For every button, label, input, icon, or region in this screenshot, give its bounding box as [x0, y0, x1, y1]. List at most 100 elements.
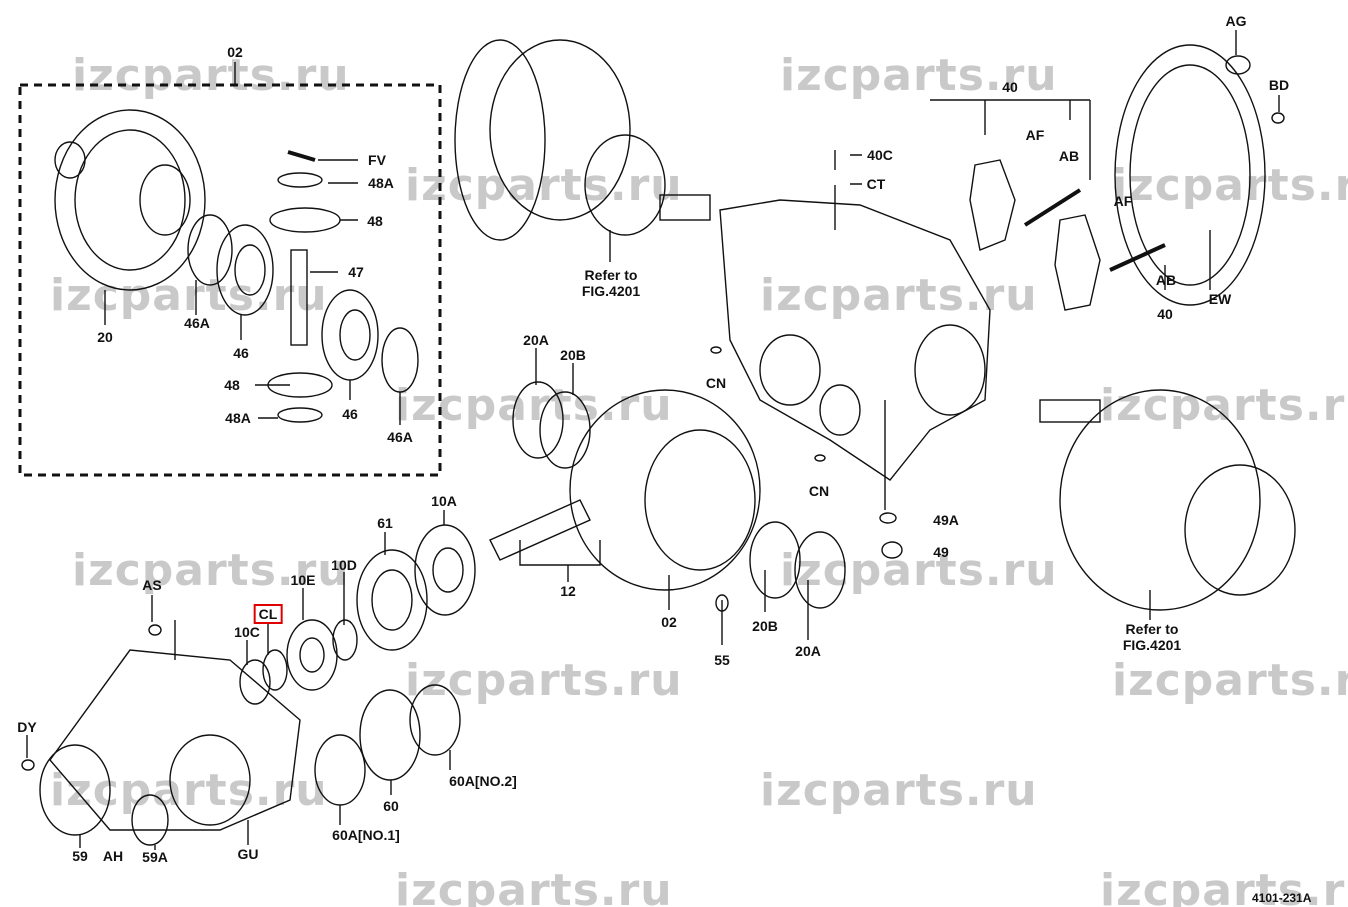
part-label-55[interactable]: 55 [714, 652, 730, 668]
watermark: izcparts.ru [405, 655, 683, 706]
refer-fig: FIG.4201 [1122, 637, 1182, 653]
bolt-DY [21, 759, 35, 771]
pin-FV [287, 150, 316, 162]
watermark: izcparts.ru [780, 50, 1058, 101]
part-label-BD[interactable]: BD [1268, 77, 1290, 93]
part-label-FV[interactable]: FV [368, 152, 386, 168]
bearing-caps [969, 159, 1101, 311]
part-label-EW[interactable]: EW [1208, 291, 1232, 307]
plug-49 [881, 541, 903, 559]
watermark: izcparts.ru [1100, 865, 1348, 907]
part-label-20A[interactable]: 20A [523, 332, 549, 348]
bearing-20A [512, 381, 564, 459]
part-label-02[interactable]: 02 [661, 614, 677, 630]
watermark: izcparts.ru [1112, 160, 1348, 211]
washer-49A [879, 512, 897, 524]
spacer-10D [332, 619, 358, 661]
part-label-40[interactable]: 40 [1002, 79, 1018, 95]
bearing-60A-no2 [409, 684, 461, 756]
part-label-49[interactable]: 49 [933, 544, 949, 560]
part-label-48A[interactable]: 48A [368, 175, 394, 191]
bearing-20A-lower [794, 531, 846, 609]
washer-48A [277, 172, 323, 188]
shim-46A [187, 214, 233, 286]
part-label-49A[interactable]: 49A [933, 512, 959, 528]
shim-CL [262, 649, 288, 691]
watermark: izcparts.ru [395, 865, 673, 907]
part-label-48[interactable]: 48 [367, 213, 383, 229]
part-label-20[interactable]: 20 [97, 329, 113, 345]
shim-46A-right [381, 327, 419, 393]
pinion-48 [269, 207, 341, 233]
bolt-AS [148, 624, 162, 636]
watermark: izcparts.ru [72, 545, 350, 596]
race-20B-lower [749, 521, 801, 599]
part-label-46A[interactable]: 46A [387, 429, 413, 445]
shaft-47 [290, 249, 308, 346]
watermark: izcparts.ru [72, 50, 350, 101]
part-label-AF[interactable]: AF [1025, 127, 1045, 143]
part-label-40[interactable]: 40 [1157, 306, 1173, 322]
part-label-20B[interactable]: 20B [560, 347, 586, 363]
refer-fig: FIG.4201 [581, 283, 641, 299]
cover-EW [1114, 44, 1266, 306]
part-label-AB[interactable]: AB [1155, 272, 1177, 288]
seal-59A [131, 794, 169, 846]
part-label-AG[interactable]: AG [1225, 13, 1247, 29]
race-20B [539, 391, 591, 469]
part-label-CN[interactable]: CN [705, 375, 727, 391]
watermark: izcparts.ru [780, 545, 1058, 596]
part-label-48[interactable]: 48 [224, 377, 240, 393]
part-label-12[interactable]: 12 [560, 583, 576, 599]
part-label-AH[interactable]: AH [102, 848, 124, 864]
part-label-46[interactable]: 46 [233, 345, 249, 361]
part-label-10D[interactable]: 10D [331, 557, 357, 573]
part-label-20A[interactable]: 20A [795, 643, 821, 659]
part-label-60A-no2[interactable]: 60A[NO.2] [449, 773, 517, 789]
ring-gear-02 [569, 389, 761, 591]
part-label-60[interactable]: 60 [383, 798, 399, 814]
part-label-46A[interactable]: 46A [184, 315, 210, 331]
seal-10C [239, 659, 271, 705]
part-label-20B[interactable]: 20B [752, 618, 778, 634]
part-label-10C[interactable]: 10C [234, 624, 260, 640]
part-label-AF[interactable]: AF [1113, 193, 1133, 209]
axle-housing-top [454, 39, 711, 241]
watermark: izcparts.ru [50, 765, 328, 816]
gear-46 [216, 224, 274, 316]
part-label-CN[interactable]: CN [808, 483, 830, 499]
part-label-48A[interactable]: 48A [225, 410, 251, 426]
part-label-40C[interactable]: 40C [867, 147, 893, 163]
bearing-10E [286, 619, 338, 691]
part-label-CT[interactable]: CT [866, 176, 886, 192]
part-label-60A-no1[interactable]: 60A[NO.1] [332, 827, 400, 843]
refer-text: Refer to [584, 267, 638, 283]
watermark: izcparts.ru [50, 270, 328, 321]
part-label-10A[interactable]: 10A [431, 493, 457, 509]
part-label-47[interactable]: 47 [348, 264, 364, 280]
part-label-59A[interactable]: 59A [142, 849, 168, 865]
watermark: izcparts.ru [1112, 655, 1348, 706]
part-label-GU[interactable]: GU [237, 846, 259, 862]
bearing-60A-no1 [314, 734, 366, 806]
bolt-BD [1271, 112, 1285, 124]
part-label-AS[interactable]: AS [142, 577, 162, 593]
nut-AG [1225, 55, 1251, 75]
bearing-61 [356, 549, 428, 651]
part-label-10E[interactable]: 10E [290, 572, 316, 588]
group-box-02 [18, 83, 442, 477]
watermark: izcparts.ru [760, 765, 1038, 816]
part-label-DY[interactable]: DY [17, 719, 37, 735]
washer-48A-lower [277, 407, 323, 423]
refer-text: Refer to [1125, 621, 1179, 637]
part-label-46[interactable]: 46 [342, 406, 358, 422]
axle-housing-right [1039, 389, 1296, 611]
part-label-CL-highlighted[interactable]: CL [253, 604, 283, 624]
part-label-02-group[interactable]: 02 [227, 44, 243, 60]
part-label-59[interactable]: 59 [72, 848, 88, 864]
part-label-AB[interactable]: AB [1058, 148, 1080, 164]
part-label-61[interactable]: 61 [377, 515, 393, 531]
